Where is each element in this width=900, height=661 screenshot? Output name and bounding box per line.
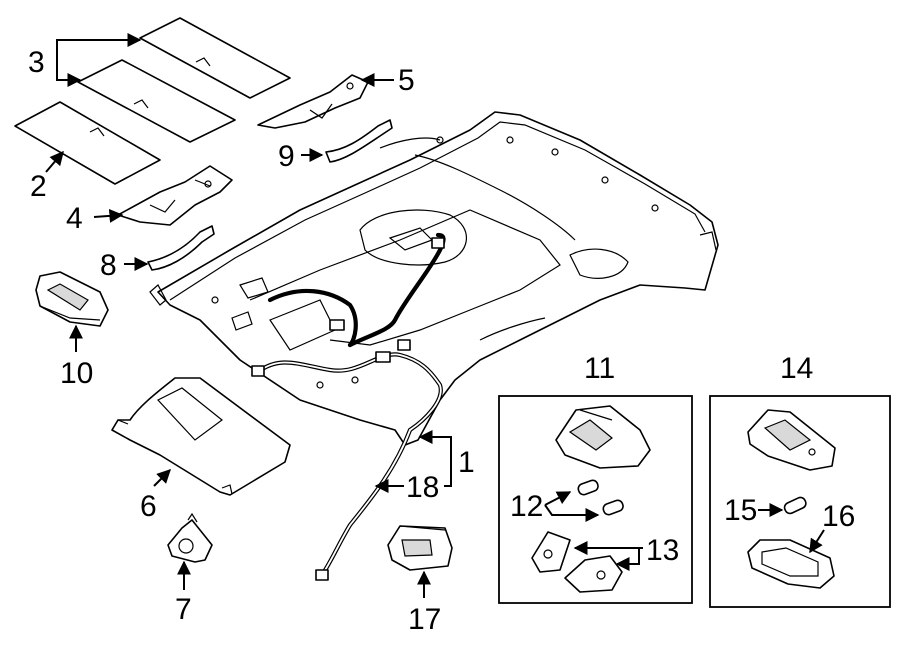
callout-4: 4 bbox=[66, 202, 83, 235]
bracket-right bbox=[257, 74, 369, 129]
lamp-assembly-left bbox=[35, 271, 109, 327]
insulator-pads bbox=[14, 17, 291, 185]
visor-clip bbox=[167, 512, 213, 563]
map-lamp bbox=[387, 525, 453, 571]
wiring-harness bbox=[251, 232, 446, 581]
callout-7: 7 bbox=[175, 593, 192, 626]
grab-handle-right bbox=[325, 119, 393, 163]
group-box-11 bbox=[498, 395, 693, 604]
lens-16 bbox=[747, 539, 835, 589]
callout-2: 2 bbox=[30, 170, 47, 203]
callout-18: 18 bbox=[406, 471, 439, 504]
callout-9: 9 bbox=[278, 140, 295, 173]
callout-8: 8 bbox=[100, 249, 117, 282]
callout-15: 15 bbox=[724, 494, 757, 527]
callout-14: 14 bbox=[780, 352, 813, 385]
bulb-15 bbox=[783, 496, 807, 515]
bracket-left bbox=[117, 165, 233, 226]
callout-1: 1 bbox=[458, 446, 475, 479]
dome-lamp-assembly bbox=[555, 405, 651, 469]
callout-11: 11 bbox=[584, 352, 615, 385]
group-box-14 bbox=[709, 395, 891, 608]
callout-16: 16 bbox=[822, 500, 855, 533]
leader-lines bbox=[45, 33, 825, 598]
grab-handle-left bbox=[147, 225, 215, 271]
callout-3: 3 bbox=[28, 46, 45, 79]
callout-5: 5 bbox=[398, 64, 415, 97]
callout-17: 17 bbox=[408, 603, 441, 636]
lens-covers-13 bbox=[531, 531, 623, 593]
callout-10: 10 bbox=[60, 357, 93, 390]
callout-6: 6 bbox=[140, 490, 157, 523]
callout-12: 12 bbox=[510, 490, 543, 523]
callout-13: 13 bbox=[646, 534, 679, 567]
cargo-lamp-assembly bbox=[747, 409, 836, 471]
headliner-panel bbox=[149, 111, 719, 446]
sun-visor bbox=[111, 377, 291, 496]
bulbs-12 bbox=[577, 479, 624, 516]
